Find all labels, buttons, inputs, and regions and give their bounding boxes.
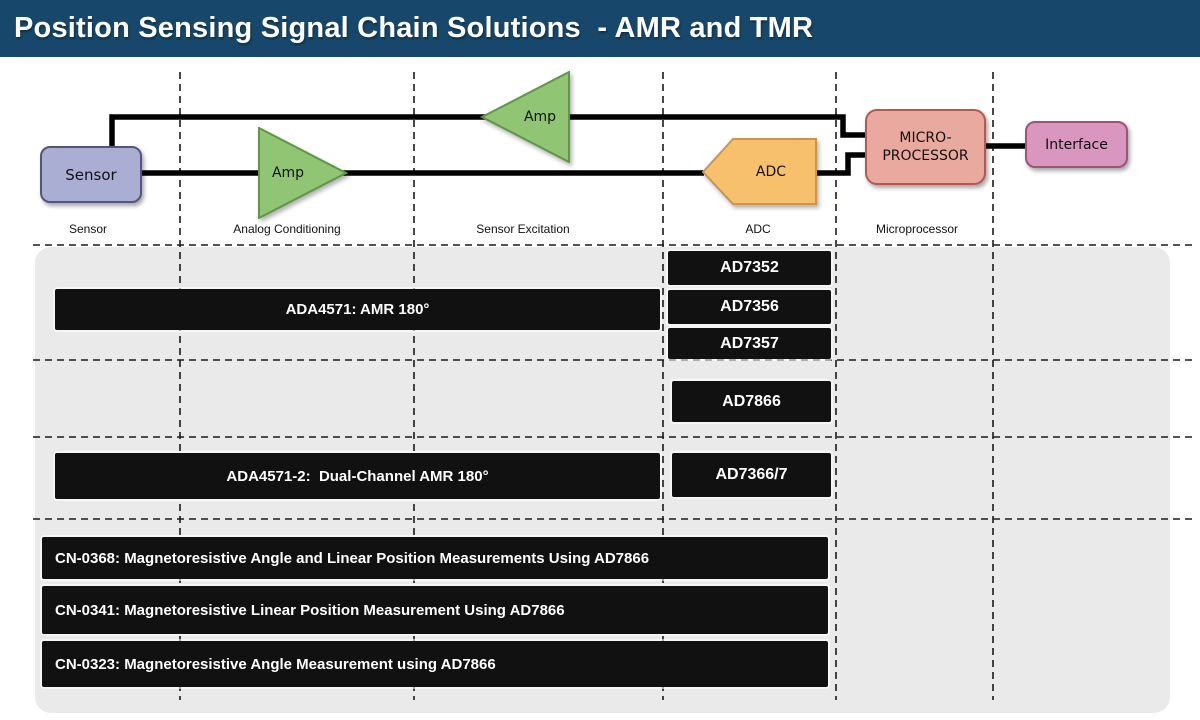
amp-triangle-left-icon (479, 71, 570, 163)
interface-block: Interface (1025, 121, 1128, 168)
amp-triangle-right-icon (258, 127, 348, 219)
part-bar-ada4571[interactable]: ADA4571: AMR 180° (55, 289, 660, 330)
adc-block-label: ADC (755, 164, 787, 180)
reference-bar-cn0341[interactable]: CN-0341: Magnetoresistive Linear Positio… (42, 586, 828, 634)
title-bar: Position Sensing Signal Chain Solutions … (0, 0, 1200, 57)
page-title: Position Sensing Signal Chain Solutions … (14, 12, 814, 44)
excitation-amp-label: Amp (523, 109, 557, 125)
column-label-analog-conditioning: Analog Conditioning (233, 222, 341, 236)
microprocessor-label-line1: MICRO- (899, 129, 952, 146)
analog-amp-block: Amp (258, 127, 348, 219)
excitation-amp-block: Amp (479, 71, 571, 163)
microprocessor-block: MICRO- PROCESSOR (865, 109, 986, 185)
column-label-adc: ADC (745, 222, 771, 236)
column-label-sensor: Sensor (68, 222, 108, 236)
analog-amp-label: Amp (271, 165, 305, 181)
adc-block: ADC (702, 138, 818, 206)
reference-bar-cn0323[interactable]: CN-0323: Magnetoresistive Angle Measurem… (42, 641, 828, 687)
part-bar-ad7357[interactable]: AD7357 (668, 328, 831, 359)
column-label-microprocessor: Microprocessor (875, 222, 959, 236)
reference-bar-cn0368[interactable]: CN-0368: Magnetoresistive Angle and Line… (42, 537, 828, 579)
sensor-block: Sensor (40, 146, 142, 203)
adc-pentagon-icon (702, 138, 817, 205)
part-bar-ad7366-7[interactable]: AD7366/7 (672, 453, 831, 497)
column-label-sensor-excitation: Sensor Excitation (476, 222, 570, 236)
part-bar-ad7352[interactable]: AD7352 (668, 251, 831, 285)
interface-block-label: Interface (1045, 136, 1108, 153)
wire-adc-to-micro (816, 152, 867, 176)
part-bar-ad7866[interactable]: AD7866 (672, 381, 831, 422)
part-bar-ada4571-2[interactable]: ADA4571-2: Dual-Channel AMR 180° (55, 453, 660, 499)
sensor-block-label: Sensor (65, 165, 117, 184)
part-bar-ad7356[interactable]: AD7356 (668, 290, 831, 324)
microprocessor-label-line2: PROCESSOR (882, 148, 969, 164)
